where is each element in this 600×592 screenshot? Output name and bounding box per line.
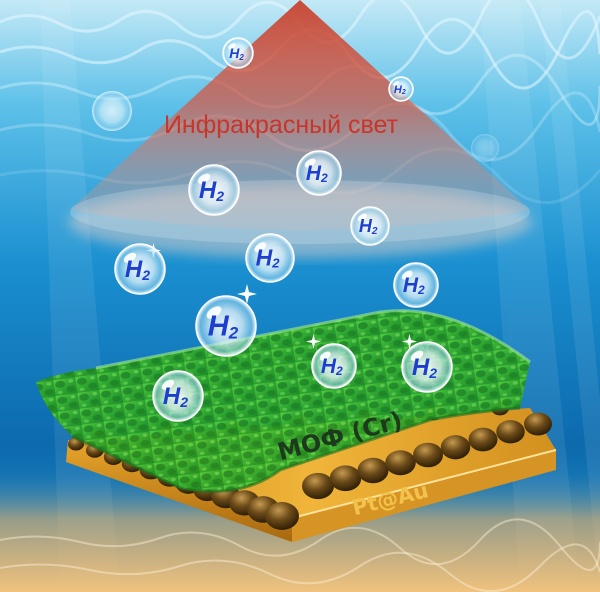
h2-formula: H2 (208, 311, 239, 343)
h2-formula: H2 (256, 245, 281, 271)
h2-formula: H2 (359, 216, 378, 237)
h2-bubble: H2 (393, 262, 439, 308)
bubble-highlight (123, 252, 137, 263)
h2-formula: H2 (394, 84, 406, 96)
h2-formula: H2 (412, 354, 437, 381)
h2-bubble: H2 (401, 341, 453, 393)
h2-bubble: H2 (188, 164, 240, 216)
h2-formula: H2 (321, 355, 343, 378)
mof-sheet-edge (71, 406, 521, 493)
sparkle-icon (402, 334, 417, 349)
h2-bubble: H2 (350, 206, 390, 246)
bubble-highlight (228, 43, 236, 50)
pt-nanoparticle (357, 457, 389, 484)
infrared-light-label: Инфракрасный свет (164, 111, 399, 139)
substrate-highlight (291, 449, 557, 519)
pt-nanoparticle (496, 420, 525, 444)
substrate-right-face (292, 450, 556, 542)
bubble-highlight (319, 351, 331, 361)
h2-bubble: H2 (222, 37, 254, 69)
sparkle-icon (306, 334, 321, 349)
h2-formula: H2 (163, 383, 188, 410)
bubble-highlight (357, 213, 368, 222)
bubble-highlight (304, 158, 316, 168)
pt-nanoparticle (265, 502, 299, 530)
pt-nanoparticle (329, 465, 362, 492)
bubble-highlight (206, 306, 222, 319)
h2-formula: H2 (403, 274, 425, 297)
h2-bubble: H2 (311, 343, 357, 389)
h2-bubble: H2 (245, 233, 295, 283)
sparkle-icon (237, 284, 257, 304)
pt-nanoparticle (440, 435, 471, 460)
h2-bubble: H2 (388, 76, 414, 102)
mof-sheet-sheen (95, 309, 531, 370)
bubble-highlight (410, 350, 424, 361)
bubble (92, 91, 132, 131)
light-cone-base (70, 180, 530, 244)
sand-ripples (0, 518, 600, 592)
bubble-highlight (161, 379, 175, 390)
h2-formula: H2 (199, 177, 224, 204)
infrared-light-cone (70, 0, 530, 230)
pt-nanoparticle (413, 442, 443, 468)
pt-nanoparticle (302, 472, 334, 500)
bubble-highlight (401, 270, 413, 280)
h2-bubble: H2 (152, 370, 204, 422)
pt-nanoparticle (385, 450, 416, 476)
h2-bubble: H2 (114, 243, 166, 295)
bubble-highlight (254, 242, 267, 253)
h2-formula: H2 (229, 45, 244, 62)
pt-nanoparticle (524, 412, 552, 436)
h2-formula: H2 (306, 162, 328, 185)
plain-bubbles (92, 91, 499, 162)
h2-bubble: H2 (296, 150, 342, 196)
bubble-highlight (197, 173, 211, 184)
pt-nanoparticle (468, 427, 498, 452)
bubble-highlight (393, 81, 400, 87)
bubble (471, 134, 499, 162)
h2-bubble: H2 (195, 295, 257, 357)
h2-formula: H2 (125, 256, 150, 283)
